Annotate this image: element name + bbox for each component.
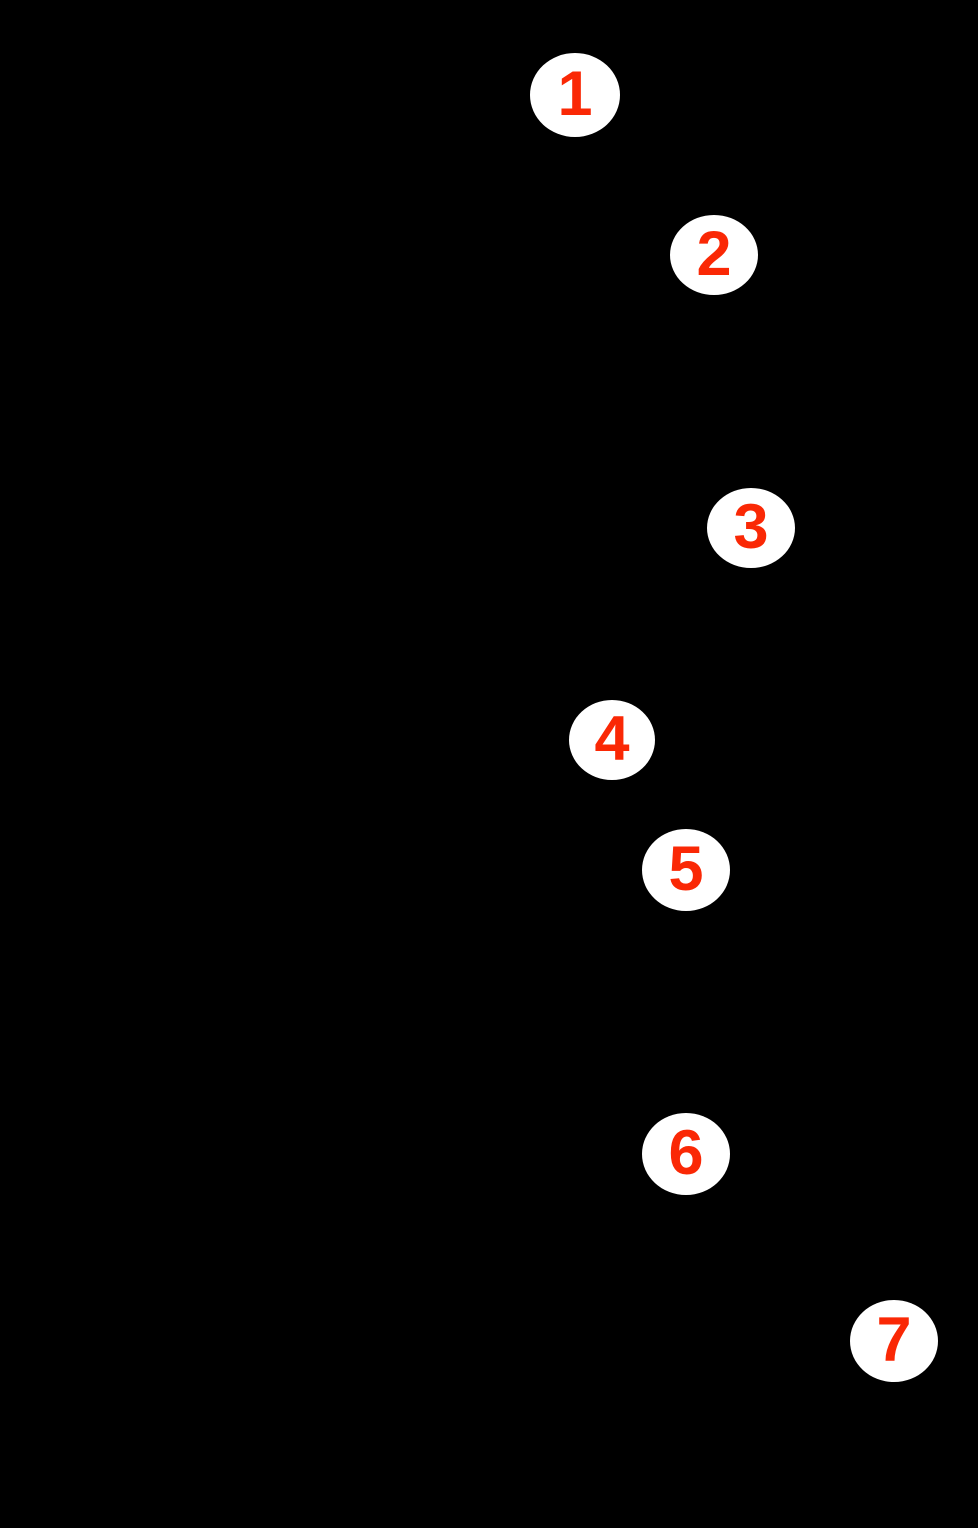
annotation-marker-7[interactable]: 7 bbox=[850, 1300, 938, 1382]
annotation-marker-1[interactable]: 1 bbox=[530, 53, 620, 137]
annotation-marker-5[interactable]: 5 bbox=[642, 829, 730, 911]
annotation-marker-6[interactable]: 6 bbox=[642, 1113, 730, 1195]
annotation-marker-number: 3 bbox=[733, 491, 769, 562]
annotation-marker-number: 5 bbox=[668, 833, 704, 904]
annotation-marker-2[interactable]: 2 bbox=[670, 215, 758, 295]
annotation-marker-3[interactable]: 3 bbox=[707, 488, 795, 568]
annotation-marker-number: 6 bbox=[668, 1117, 704, 1188]
annotation-marker-number: 4 bbox=[594, 703, 630, 774]
annotation-marker-number: 7 bbox=[876, 1304, 912, 1375]
annotation-marker-number: 2 bbox=[696, 218, 732, 289]
annotation-marker-number: 1 bbox=[557, 58, 593, 129]
annotation-marker-4[interactable]: 4 bbox=[569, 700, 655, 780]
